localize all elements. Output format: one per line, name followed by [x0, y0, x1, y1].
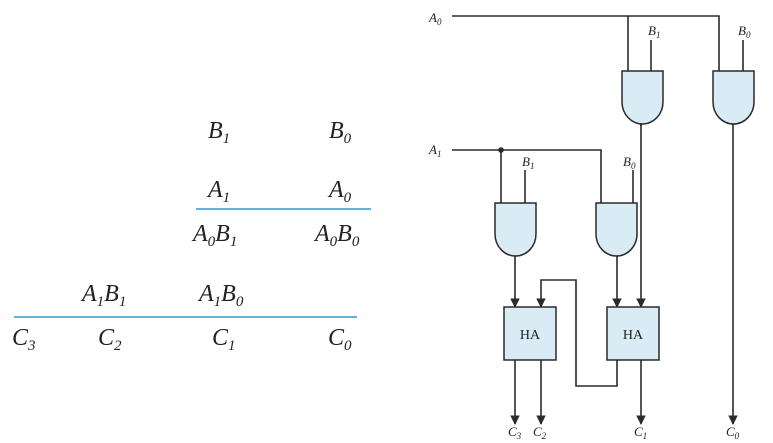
input-label-b1-low: B1: [522, 154, 534, 171]
partial-product-a0b0: A0B0: [315, 221, 360, 250]
input-label-a1: A1: [428, 142, 441, 159]
input-label-b1-top: B1: [648, 23, 660, 40]
product-c1: C1: [212, 325, 236, 354]
half-adder-1-label: HA: [520, 328, 541, 343]
and-gate-a1b0: [595, 202, 638, 257]
a0-bus-wire: [452, 15, 720, 71]
half-adder-1: HA: [503, 306, 557, 361]
and-gate-a1b1: [494, 202, 537, 257]
product-c3: C3: [12, 325, 36, 354]
partial-product-a1b0: A1B0: [199, 281, 244, 310]
multiplicand-b1: B1: [208, 118, 231, 147]
product-c2: C2: [98, 325, 122, 354]
carry-feedback-wire: [536, 279, 618, 387]
lower-sum-rule: [14, 316, 357, 318]
a1-junction-dot: [498, 147, 504, 153]
output-label-c1: C1: [634, 424, 647, 441]
partial-product-a0b1: A0B1: [193, 221, 238, 250]
upper-sum-rule: [196, 208, 371, 210]
and-gate-a0b0: [712, 70, 755, 125]
binary-multiplication-layout: B1 B0 A1 A0 A0B1 A0B0 A1B1 A1B0 C3 C2 C1…: [12, 118, 371, 354]
multiplicand-b0: B0: [329, 118, 352, 147]
input-label-a0: A0: [428, 10, 442, 27]
multiplier-a1: A1: [208, 177, 231, 206]
output-label-c0: C0: [726, 424, 740, 441]
and-gate-a0b1: [621, 70, 664, 125]
partial-product-a1b1: A1B1: [82, 281, 127, 310]
half-adder-2-label: HA: [623, 328, 644, 343]
multiplier-a0: A0: [329, 177, 352, 206]
half-adder-2: HA: [606, 306, 660, 361]
output-label-c2: C2: [533, 424, 547, 441]
input-label-b0-top: B0: [738, 23, 751, 40]
product-c0: C0: [328, 325, 352, 354]
input-label-b0-low: B0: [623, 154, 636, 171]
output-label-c3: C3: [508, 424, 522, 441]
